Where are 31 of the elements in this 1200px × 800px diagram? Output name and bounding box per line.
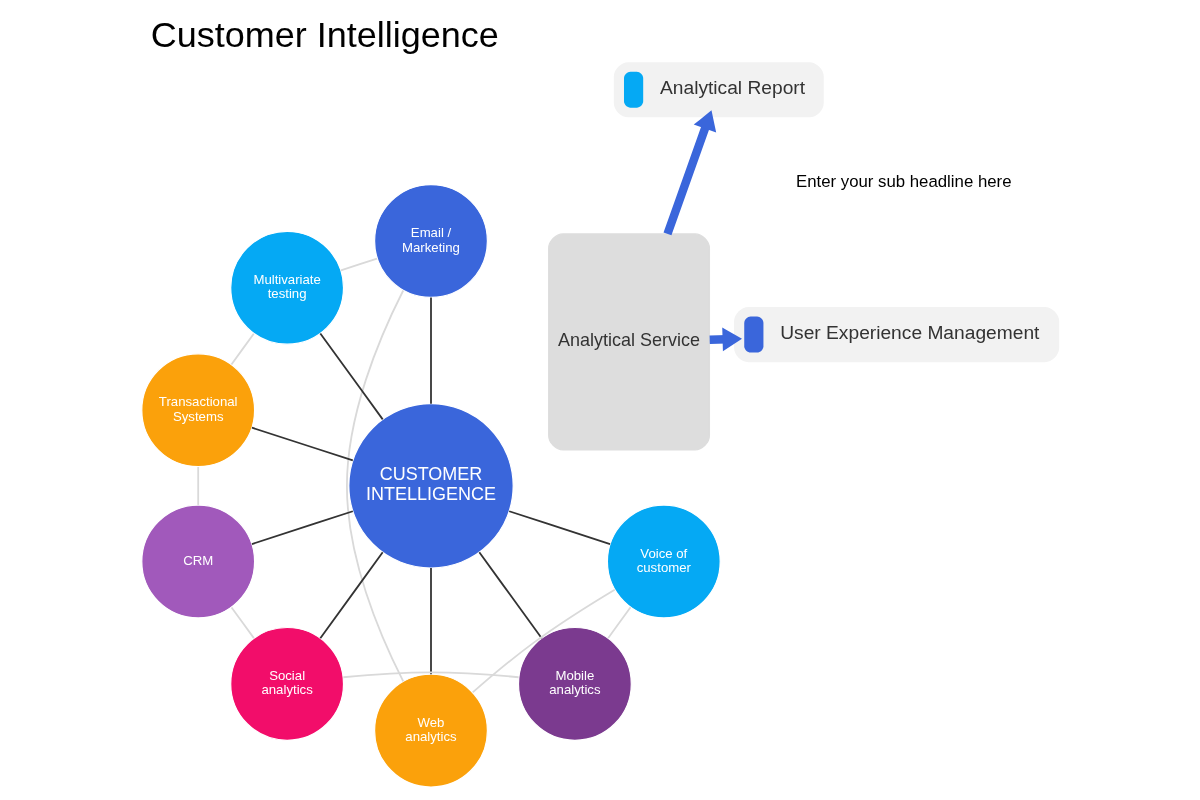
node-circle: CUSTOMER INTELLIGENCE <box>347 403 514 569</box>
node-circle: Transactional Systems <box>140 353 255 468</box>
arrow <box>663 110 716 236</box>
node-circle: Email / Marketing <box>373 184 488 299</box>
node-circle: Mobile analytics <box>517 626 632 741</box>
node-circle: CRM <box>140 504 255 619</box>
connector <box>230 606 255 639</box>
node-box: Analytical Report <box>613 62 824 118</box>
connector <box>318 332 384 421</box>
connector <box>429 567 432 676</box>
connector <box>345 289 404 683</box>
node-circle: Multivariate testing <box>229 230 344 345</box>
node-circle: Social analytics <box>229 626 344 741</box>
connector <box>230 332 255 366</box>
connector <box>342 671 519 679</box>
diagram-title: Customer Intelligence <box>150 13 499 55</box>
connector <box>606 606 631 639</box>
label: Enter your sub headline here <box>795 171 1011 191</box>
connector <box>250 426 354 462</box>
connector <box>429 296 432 405</box>
node-box: Analytical Service <box>547 233 710 451</box>
connector <box>477 551 543 640</box>
node-box: User Experience Management <box>733 306 1059 363</box>
node-circle: Web analytics <box>373 673 488 788</box>
connector <box>196 466 199 506</box>
node-circle: Voice of customer <box>606 504 721 619</box>
connector <box>250 510 354 545</box>
connector <box>507 510 611 545</box>
connector <box>471 588 616 694</box>
connector <box>318 551 384 640</box>
connector <box>339 257 378 272</box>
